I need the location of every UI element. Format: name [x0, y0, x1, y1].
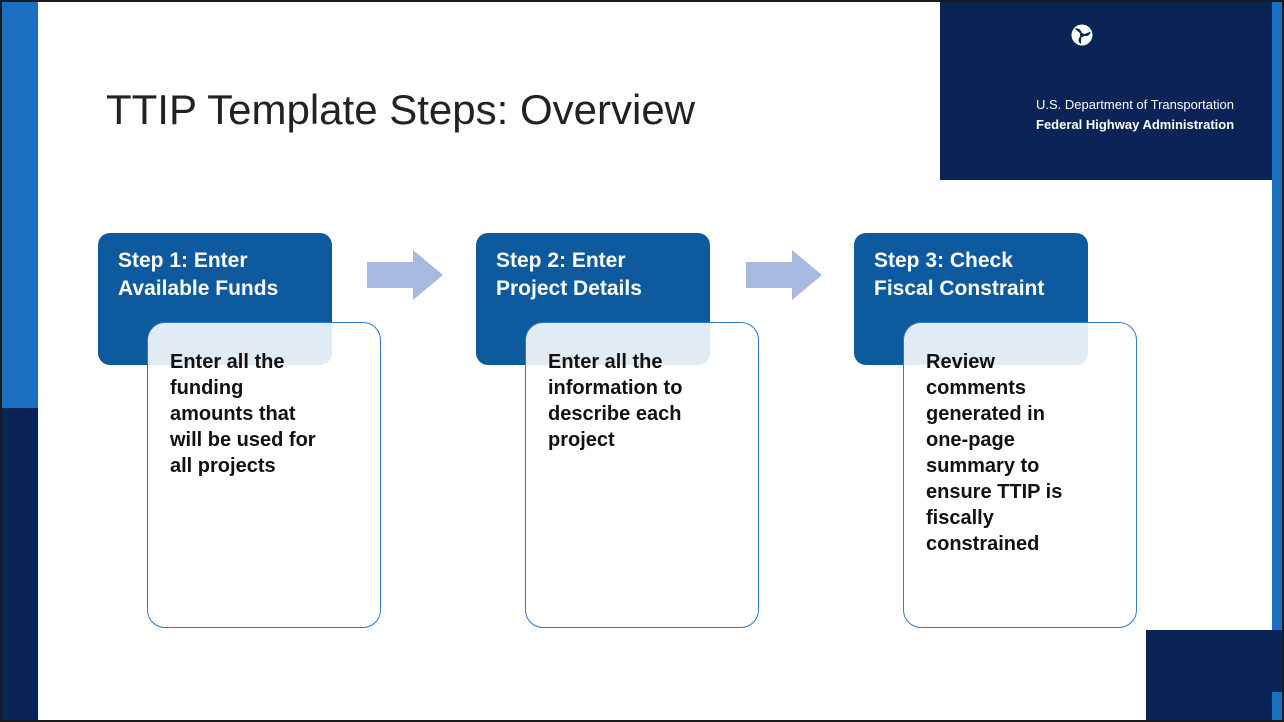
step-2-description-line: Enter all the: [548, 351, 663, 373]
step-3-description-box: Review comments generated in one-page su…: [903, 322, 1137, 628]
step-3-description-line: ensure TTIP is: [926, 481, 1063, 503]
logo-administration-name: Federal Highway Administration: [1036, 117, 1235, 132]
step-1-heading-line: Available Funds: [118, 277, 279, 300]
dot-fhwa-logo: U.S. Department of Transportation Federa…: [940, 0, 1272, 180]
step-2-heading-line: Project Details: [496, 277, 642, 300]
step-1-description-line: funding: [170, 377, 244, 399]
bottom-right-accent-block: [1146, 630, 1284, 722]
logo-agency-name: U.S. Department of Transportation: [1036, 97, 1234, 112]
bottom-right-accent-corner: [1272, 692, 1284, 722]
arrow-right-icon: [367, 250, 443, 300]
step-3-heading-line: Fiscal Constraint: [874, 277, 1045, 300]
step-2-description-line: information to: [548, 377, 683, 399]
step-3-description-line: comments: [926, 377, 1027, 399]
step-1-description-line: all projects: [170, 455, 276, 477]
step-3-description-line: Review: [926, 351, 995, 373]
step-2-description-line: describe each: [548, 403, 682, 425]
step-3-description-line: fiscally: [926, 507, 994, 529]
step-3-description-line: summary to: [926, 455, 1040, 477]
step-2-description-box: Enter all the information to describe ea…: [525, 322, 759, 628]
step-2-description-line: project: [548, 429, 615, 451]
step-1-description-line: will be used for: [170, 429, 316, 451]
step-1-heading-line: Step 1: Enter: [118, 249, 248, 272]
right-accent-bar-light: [1272, 0, 1284, 722]
left-accent-bar-light: [0, 0, 38, 408]
left-accent-bar-dark: [0, 408, 38, 722]
step-3-description-line: constrained: [926, 533, 1040, 555]
step-2-heading-line: Step 2: Enter: [496, 249, 626, 272]
arrow-right-icon: [746, 250, 822, 300]
step-1-description-line: amounts that: [170, 403, 296, 425]
slide-title: TTIP Template Steps: Overview: [106, 86, 696, 133]
step-1-description-line: Enter all the: [170, 351, 285, 373]
dot-triskelion-icon: [1071, 24, 1093, 46]
step-1-description-box: Enter all the funding amounts that will …: [147, 322, 381, 628]
step-3-heading-line: Step 3: Check: [874, 249, 1013, 272]
step-3-description-line: one-page: [926, 429, 1015, 451]
step-3-description-line: generated in: [926, 403, 1045, 425]
